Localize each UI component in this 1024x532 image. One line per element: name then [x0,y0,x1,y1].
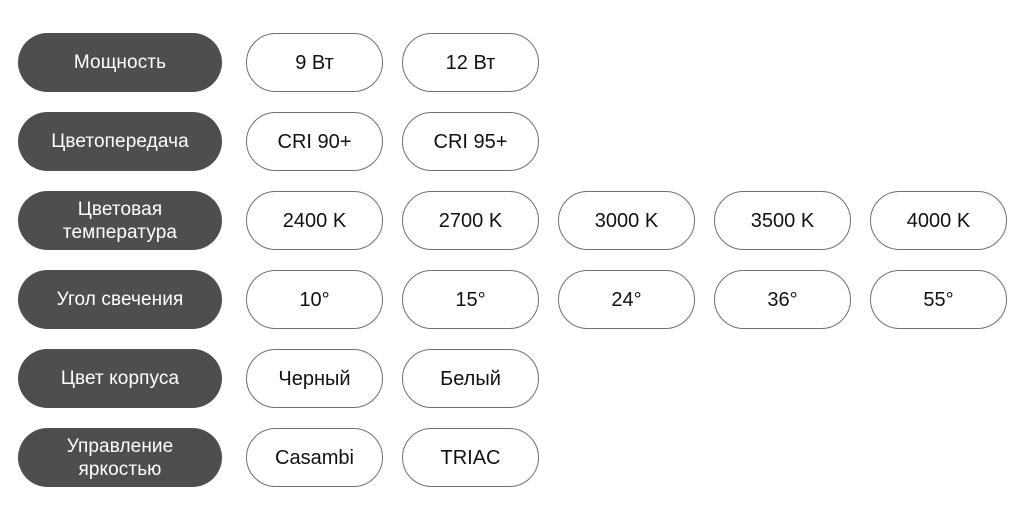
spec-option-group: 10° 15° 24° 36° 55° [246,270,1007,329]
spec-row: Управление яркостью Casambi TRIAC [18,428,1006,487]
option-pill[interactable]: CRI 95+ [402,112,539,171]
spec-row: Цветопередача CRI 90+ CRI 95+ [18,112,1006,171]
option-pill[interactable]: TRIAC [402,428,539,487]
spec-row-label: Управление яркостью [18,428,222,487]
option-pill[interactable]: CRI 90+ [246,112,383,171]
spec-option-group: Casambi TRIAC [246,428,539,487]
spec-row: Мощность 9 Вт 12 Вт [18,33,1006,92]
option-pill[interactable]: 24° [558,270,695,329]
spec-option-group: CRI 90+ CRI 95+ [246,112,539,171]
option-pill[interactable]: 15° [402,270,539,329]
spec-row-label: Цветовая температура [18,191,222,250]
spec-row-label: Цвет корпуса [18,349,222,408]
spec-row: Цвет корпуса Черный Белый [18,349,1006,408]
spec-row-label: Цветопередача [18,112,222,171]
option-pill[interactable]: 9 Вт [246,33,383,92]
option-pill[interactable]: 3000 K [558,191,695,250]
option-pill[interactable]: 3500 K [714,191,851,250]
option-pill[interactable]: 10° [246,270,383,329]
option-pill[interactable]: 2700 K [402,191,539,250]
option-pill[interactable]: Белый [402,349,539,408]
spec-option-group: 2400 K 2700 K 3000 K 3500 K 4000 K [246,191,1007,250]
spec-row-label: Мощность [18,33,222,92]
spec-row: Угол свечения 10° 15° 24° 36° 55° [18,270,1007,329]
option-pill[interactable]: 55° [870,270,1007,329]
spec-option-group: Черный Белый [246,349,539,408]
spec-option-group: 9 Вт 12 Вт [246,33,539,92]
option-pill[interactable]: 12 Вт [402,33,539,92]
option-pill[interactable]: 36° [714,270,851,329]
option-pill[interactable]: Черный [246,349,383,408]
option-pill[interactable]: Casambi [246,428,383,487]
option-pill[interactable]: 4000 K [870,191,1007,250]
option-pill[interactable]: 2400 K [246,191,383,250]
spec-row-label: Угол свечения [18,270,222,329]
spec-row: Цветовая температура 2400 K 2700 K 3000 K 35… [18,191,1007,250]
